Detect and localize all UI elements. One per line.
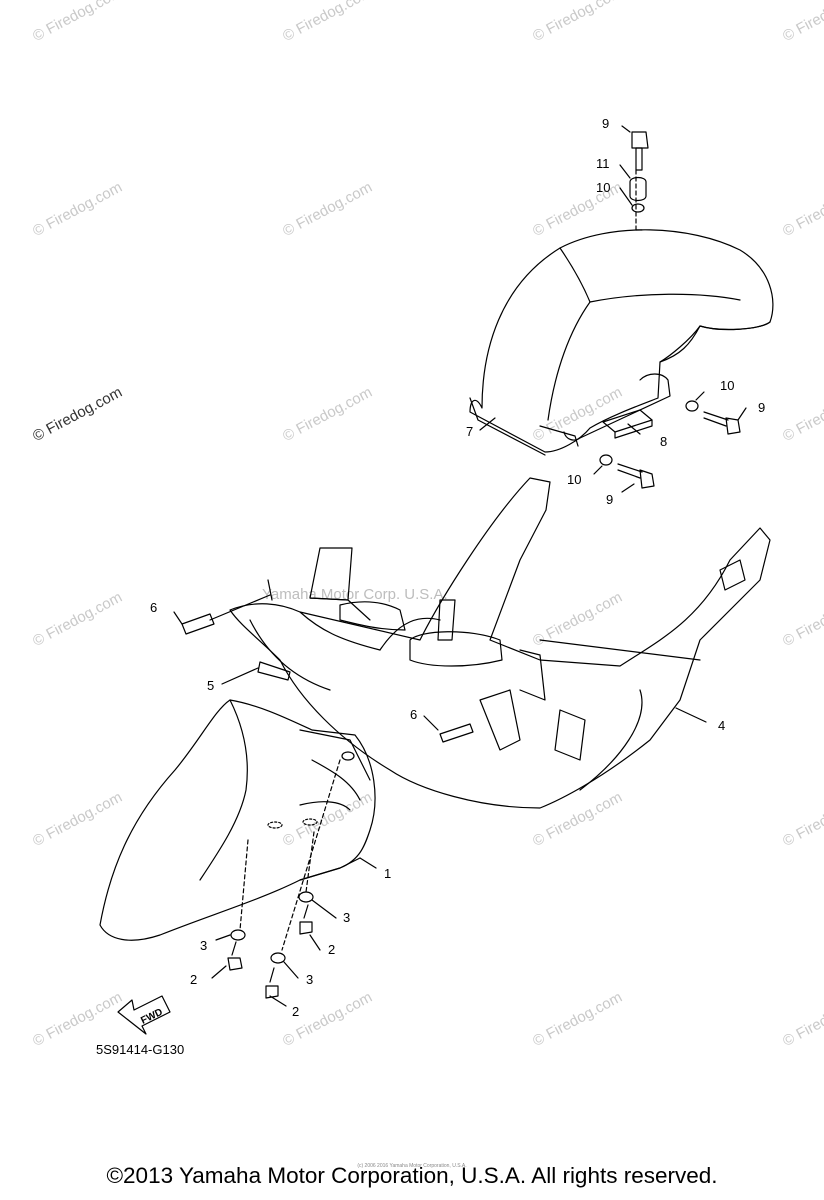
callout-2: 2	[328, 942, 336, 957]
callout-3: 3	[343, 910, 351, 925]
upper-hardware	[599, 131, 741, 489]
rear-fender-part	[469, 229, 774, 456]
callout-3: 3	[200, 938, 208, 953]
callout-3: 3	[306, 972, 314, 987]
callout-5: 5	[207, 678, 215, 693]
rubber-pad-part	[602, 409, 653, 439]
leader-lines	[173, 125, 747, 1007]
callout-9: 9	[602, 116, 610, 131]
callout-11: 11	[596, 156, 610, 171]
callout-6: 6	[150, 600, 158, 615]
fwd-arrow-icon	[117, 995, 171, 1035]
diagram-code: 5S91414-G130	[96, 1042, 185, 1057]
center-watermark: Yamaha Motor Corp. U.S.A.	[262, 586, 448, 603]
callout-9: 9	[606, 492, 614, 507]
callout-10: 10	[596, 180, 611, 195]
fwd-label: FWD	[139, 1007, 164, 1027]
lower-hardware	[181, 613, 474, 999]
callout-10: 10	[720, 378, 735, 393]
under-cover-part	[229, 477, 771, 809]
callout-9: 9	[758, 400, 766, 415]
callout-10: 10	[567, 472, 582, 487]
callout-7: 7	[466, 424, 474, 439]
copyright-footer: ©2013 Yamaha Motor Corporation, U.S.A. A…	[106, 1163, 718, 1188]
callout-2: 2	[292, 1004, 300, 1019]
callout-4: 4	[718, 718, 726, 733]
callout-2: 2	[190, 972, 198, 987]
callout-6: 6	[410, 707, 418, 722]
callout-8: 8	[660, 434, 668, 449]
install-lines	[239, 169, 637, 951]
callout-1: 1	[384, 866, 392, 881]
fine-print: (c) 2006 2016 Yamaha Motor Corporation, …	[357, 1163, 467, 1169]
front-fender-part	[99, 699, 376, 941]
